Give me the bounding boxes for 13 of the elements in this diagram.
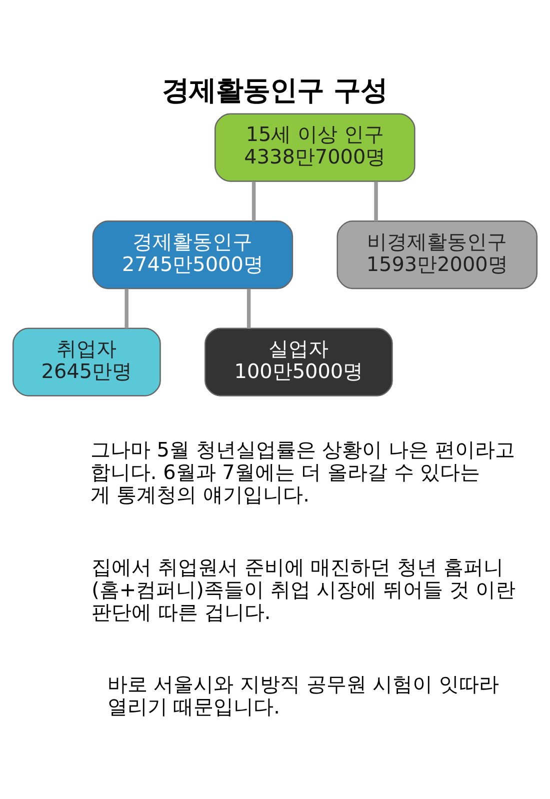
node-box: 취업자 2645만명 <box>12 328 161 396</box>
connector <box>124 288 128 328</box>
label: 그나마 5월 청년실업률은 상황이 나은 편이라고 합니다. 6월과 7월에는 더 올라갈 수 있다는 게 통계청의 얘기입니다. <box>90 438 515 507</box>
node-box: 경제활동인구 2745만5000명 <box>92 220 294 290</box>
label: 집에서 취업원서 준비에 매진하던 청년 홈퍼니 (홈+컴퍼니)족들이 취업 시장에 뛰어들 것 이란 판단에 따른 겁니다. <box>92 554 516 624</box>
connector <box>246 288 251 328</box>
connector <box>252 182 256 222</box>
connector <box>374 182 378 222</box>
node-box: 15세 이상 인구 4338만7000명 <box>214 113 416 182</box>
label: 바로 서울시와 지방직 공무원 시험이 잇따라 열리기 때문입니다. <box>107 672 499 719</box>
node-box: 실업자 100만5000명 <box>204 328 393 396</box>
diagram-title: 경제활동인구 구성 <box>162 76 388 107</box>
node-box: 비경제활동인구 1593만2000명 <box>336 220 538 290</box>
